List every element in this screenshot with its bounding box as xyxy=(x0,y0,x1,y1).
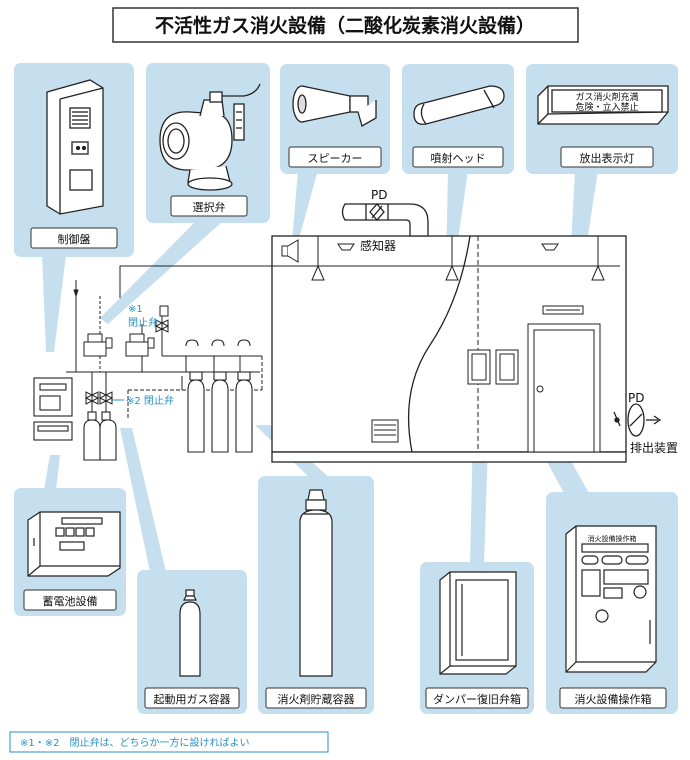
label-valve-2: ※2 閉止弁 xyxy=(126,394,174,407)
label-detector: 感知器 xyxy=(360,238,396,253)
panel-nozzle: 噴射ヘッド xyxy=(402,64,514,174)
room-nozzle-2 xyxy=(445,264,459,281)
room-nozzle-1 xyxy=(311,264,325,281)
nozzle-illustration xyxy=(413,85,505,125)
control-panel-illustration xyxy=(46,79,104,215)
diagram-storage-cylinders xyxy=(185,339,253,453)
panel-control: 制御盤 xyxy=(14,63,134,257)
label-discharge-lamp: 放出表示灯 xyxy=(580,151,635,165)
operation-panel-title: 消火設備操作箱 xyxy=(588,534,637,543)
beam-control-panel xyxy=(42,255,66,352)
panel-battery: 蓄電池設備 xyxy=(14,488,126,616)
pd-top xyxy=(341,203,429,237)
label-starter-cylinder: 起動用ガス容器 xyxy=(154,692,231,706)
beam-battery xyxy=(44,455,60,490)
room xyxy=(271,235,627,463)
diagram-control-units xyxy=(33,377,73,441)
label-control-panel: 制御盤 xyxy=(58,232,91,246)
beam-selector-valve xyxy=(100,222,222,324)
lamp-sign-line1: ガス消火剤充満 xyxy=(575,91,638,103)
panel-damper: ダンパー復旧弁箱 xyxy=(420,562,534,714)
label-nozzle: 噴射ヘッド xyxy=(431,151,486,165)
label-valve-1: 閉止弁 xyxy=(128,316,158,329)
footnote-box: ※1・※2 閉止弁は、どちらか一方に設ければよい xyxy=(9,731,329,753)
page-title: 不活性ガス消火設備（二酸化炭素消火設備） xyxy=(155,14,535,37)
diagram-starter-cylinders xyxy=(83,411,117,461)
label-damper-box: ダンパー復旧弁箱 xyxy=(433,692,521,706)
battery-illustration xyxy=(27,511,121,577)
beam-starter xyxy=(120,428,166,572)
detector-1 xyxy=(337,243,355,251)
storage-cylinder-illustration xyxy=(299,489,333,677)
label-pd-top: PD xyxy=(371,188,387,202)
lamp-illustration xyxy=(537,85,669,125)
lamp-sign-line2: 危険・立入禁止 xyxy=(575,101,638,113)
valve-1-symbol xyxy=(154,319,170,333)
label-pd-right: PD xyxy=(628,391,644,405)
damper-box-illustration xyxy=(439,571,517,675)
diagram-selector-valves xyxy=(83,305,170,357)
detector-2 xyxy=(541,243,559,251)
selector-valve-illustration xyxy=(159,83,261,191)
label-valve-mark-1: ※1 xyxy=(128,304,143,315)
room-partition-curve xyxy=(407,235,471,453)
panel-speaker: スピーカー xyxy=(280,64,390,174)
footnote: ※1・※2 閉止弁は、どちらか一方に設ければよい xyxy=(20,736,249,749)
panel-storage: 消火剤貯蔵容器 xyxy=(258,476,374,714)
beam-speaker xyxy=(292,170,318,242)
room-speaker xyxy=(281,245,289,257)
vent-grille xyxy=(371,419,399,443)
label-battery: 蓄電池設備 xyxy=(43,594,98,608)
label-operation-box: 消火設備操作箱 xyxy=(575,692,652,706)
title-box: 不活性ガス消火設備（二酸化炭素消火設備） xyxy=(112,7,579,43)
label-storage-cylinder: 消火剤貯蔵容器 xyxy=(278,692,355,706)
door-knob xyxy=(536,385,544,393)
panel-operation: 消火設備操作箱 消火設備操作箱 xyxy=(546,492,678,714)
label-speaker: スピーカー xyxy=(308,152,363,165)
panel-starter: 起動用ガス容器 xyxy=(137,570,247,714)
diagram-valve-2 xyxy=(84,391,124,405)
label-selector-valve: 選択弁 xyxy=(193,200,226,214)
pd-right xyxy=(613,403,662,437)
panel-selector-valve: 選択弁 xyxy=(146,63,270,223)
operation-box-illustration xyxy=(565,525,657,673)
panel-lamp: ガス消火剤充満 危険・立入禁止 放出表示灯 xyxy=(526,64,678,174)
starter-cylinder-illustration xyxy=(179,589,201,677)
room-nozzle-3 xyxy=(591,264,605,281)
label-exhaust: 排出装置 xyxy=(630,441,678,455)
speaker-illustration xyxy=(292,85,377,127)
